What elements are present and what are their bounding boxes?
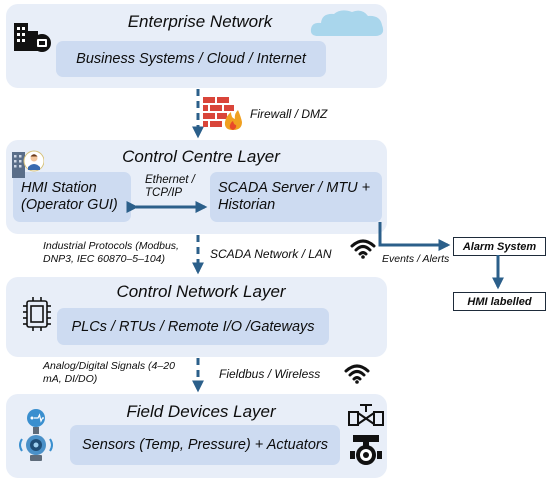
building-icon [14,23,51,52]
plc-rtu-label: PLCs / RTUs / Remote I/O /Gateways [71,318,315,335]
business-systems-box: Business Systems / Cloud / Internet [56,41,326,77]
operator-icon [12,150,44,178]
business-systems-label: Business Systems / Cloud / Internet [76,51,306,67]
events-alerts-label: Events / Alerts [382,253,450,265]
alarm-system-label: Alarm System [462,240,537,253]
enterprise-title: Enterprise Network [127,12,273,31]
scada-server-label: SCADA Server / MTU + Historian [218,180,371,213]
hmi-labelled-box: HMI labelled [453,292,546,311]
cloud-icon [310,10,384,36]
hmi-labelled-label: HMI labelled [467,295,532,308]
scada-server-box: SCADA Server / MTU + Historian [210,172,382,222]
analog-signals-label: Analog/Digital Signals (4–20 mA, DI/DO) [43,360,175,385]
sensor-icon [19,409,53,461]
plc-rtu-box: PLCs / RTUs / Remote I/O /Gateways [57,308,329,345]
actuator-icon [350,435,382,465]
firewall-icon [203,97,242,130]
hmi-station-box: HMI Station (Operator GUI) [13,172,131,222]
industrial-protocols-label: Industrial Protocols (Modbus, DNP3, IEC … [43,240,179,265]
wifi-icon [350,239,376,259]
events-alerts-arrow [378,222,451,251]
control-network-title: Control Network Layer [116,282,286,301]
sensors-actuators-box: Sensors (Temp, Pressure) + Actuators [70,425,340,465]
plc-chip-icon [23,297,51,331]
firewall-label: Firewall / DMZ [250,107,328,121]
wifi-icon [344,364,370,384]
fieldbus-label: Fieldbus / Wireless [219,367,321,381]
scada-network-label: SCADA Network / LAN [210,247,332,261]
valve-icon [348,404,384,426]
control-centre-title: Control Centre Layer [122,147,280,166]
hmi-station-label: HMI Station (Operator GUI) [21,180,118,213]
sensors-actuators-label: Sensors (Temp, Pressure) + Actuators [82,437,328,453]
ethernet-label: Ethernet / TCP/IP [145,174,195,199]
field-devices-title: Field Devices Layer [126,402,276,421]
